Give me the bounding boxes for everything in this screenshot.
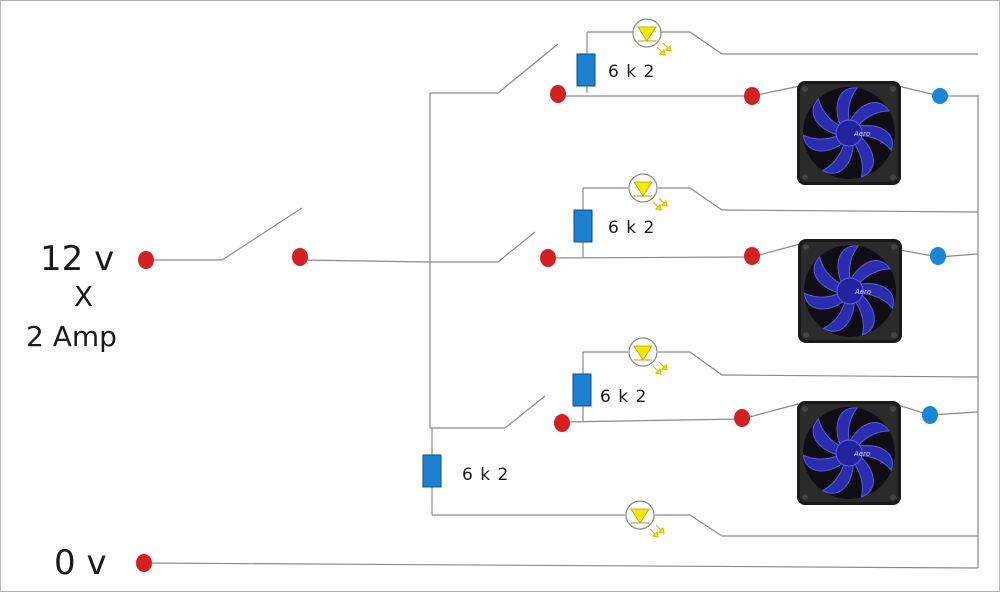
led-4-icon xyxy=(625,500,665,538)
supply-wiring xyxy=(143,43,979,569)
resistor-4-label: 6 k 2 xyxy=(462,465,509,485)
terminal-fan-3-out xyxy=(922,406,938,424)
current-label: 2 Amp xyxy=(26,320,117,353)
terminal-12v xyxy=(138,251,154,269)
fan-2-icon xyxy=(797,238,903,344)
resistor-3-icon xyxy=(572,373,592,407)
fan-terminals xyxy=(922,88,948,424)
terminal-fan-3-in xyxy=(734,409,750,427)
resistor-1-icon xyxy=(576,53,596,87)
fan-2-brand: Aero xyxy=(854,288,871,296)
voltage-label: 12 v xyxy=(40,239,114,279)
terminal-fan-1-in xyxy=(744,87,760,105)
main-switch-icon xyxy=(221,207,303,261)
switch-3-icon xyxy=(504,395,546,429)
led-2-icon xyxy=(628,173,668,211)
terminal-0v xyxy=(136,554,152,572)
led-3-icon xyxy=(628,337,668,375)
terminal-fan-2-in xyxy=(744,247,760,265)
resistor-3-label: 6 k 2 xyxy=(600,387,647,407)
terminal-branch-2 xyxy=(540,249,556,267)
ground-label: 0 v xyxy=(54,543,107,583)
resistor-2-icon xyxy=(573,209,593,243)
fan-3-icon xyxy=(796,400,902,506)
fan-1-brand: Aero xyxy=(853,130,870,138)
switch-1-icon xyxy=(497,43,559,94)
resistor-4-icon xyxy=(422,454,442,488)
resistor-2-label: 6 k 2 xyxy=(608,218,655,238)
led-1-icon xyxy=(632,18,672,56)
terminal-branch-1 xyxy=(550,85,566,103)
resistor-1-label: 6 k 2 xyxy=(608,62,655,82)
terminal-switch-out xyxy=(292,248,308,266)
times-label: X xyxy=(74,280,93,313)
branch-3 xyxy=(561,351,979,423)
terminals xyxy=(136,85,760,572)
terminal-branch-3 xyxy=(554,414,570,432)
fan-3-brand: Aero xyxy=(853,450,870,458)
terminal-fan-2-out xyxy=(930,247,946,265)
switch-2-icon xyxy=(497,231,536,263)
terminal-fan-1-out xyxy=(932,88,948,104)
fan-1-icon xyxy=(796,80,902,186)
